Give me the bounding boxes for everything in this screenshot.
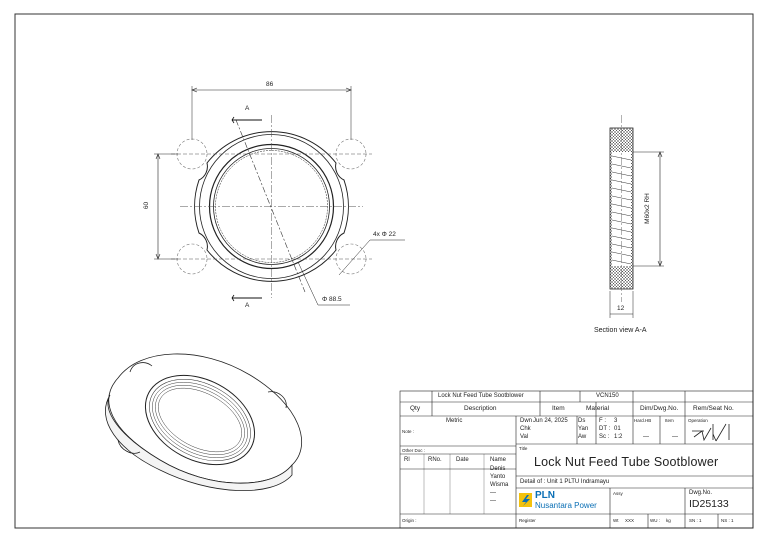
metric-label: Metric (446, 418, 463, 424)
section-mark-top: A (245, 105, 250, 112)
wu-label: WU : (650, 518, 660, 523)
section-mark-bottom: A (245, 302, 250, 309)
wu-value: kg (666, 518, 671, 523)
header-rem-seat: Rem/Seat No. (693, 405, 734, 412)
dim-outer-dia: Φ 88.5 (322, 296, 342, 303)
origin-label: Origin : (402, 518, 417, 523)
assy-label: Assy (613, 491, 623, 496)
val-label: Val (520, 434, 529, 440)
rev-header-rno: RNo. (428, 457, 442, 463)
rev-header-rl: Rl (404, 457, 410, 463)
dim-holes: 4x Φ 22 (373, 231, 396, 238)
header-material: Material (586, 405, 610, 412)
f-label: F : (599, 418, 606, 424)
rev-name-4: — (490, 490, 496, 496)
header-item: Item (552, 405, 565, 412)
dwn-label: Dwn (520, 418, 533, 424)
part-description: Lock Nut Feed Tube Sootblower (438, 393, 524, 399)
wt-value: XXX (625, 518, 635, 523)
yan-label: Yan (578, 426, 589, 432)
title-block: Lock Nut Feed Tube Sootblower VCN150 Qty… (400, 391, 753, 528)
section-view-label: Section view A-A (594, 327, 647, 334)
section-view (609, 115, 664, 318)
pln-logo-icon (519, 493, 532, 507)
dim-height: 60 (143, 201, 151, 210)
drawing-title: Lock Nut Feed Tube Sootblower (534, 455, 719, 469)
rev-name-3: Wisma (490, 482, 509, 488)
part-material: VCN150 (596, 393, 619, 399)
f-value: 3 (614, 418, 618, 424)
wt-label: Wt (613, 518, 619, 523)
dt-label: DT : (599, 426, 611, 432)
surface-finish-icon (692, 423, 730, 442)
sn-label: SN : 1 (689, 518, 702, 523)
ds-label: Ds (578, 418, 586, 424)
rev-header-name: Name (490, 457, 507, 463)
front-view (154, 86, 405, 306)
dim-width: 86 (266, 81, 274, 88)
header-qty: Qty (410, 405, 421, 412)
brand-name: PLN (535, 490, 555, 501)
sc-label: Sc : (599, 434, 610, 440)
sheet-border (14, 13, 754, 529)
rem-label: Item (665, 418, 674, 423)
note-label: Note : (402, 429, 415, 434)
operation-label: Operation (688, 418, 708, 423)
hard-value: — (643, 434, 649, 440)
header-description: Description (464, 405, 497, 412)
dt-value: 01 (614, 426, 621, 432)
rev-name-2: Yanto (490, 474, 506, 480)
title-block-grid (399, 390, 754, 529)
dwg-no-label: Dwg.No. (689, 490, 713, 496)
rev-name-5: — (490, 498, 496, 504)
aw-label: Aw (578, 434, 587, 440)
register-label: Register (519, 518, 536, 523)
dwg-no: ID25133 (689, 498, 729, 510)
dwn-date: Jun 24, 2025 (533, 418, 568, 424)
ns-label: NS : 1 (721, 518, 734, 523)
rem-value: — (672, 434, 678, 440)
brand-sub: Nusantara Power (535, 501, 597, 510)
header-dim-dwg: Dim/Dwg.No. (640, 405, 679, 412)
rev-header-date: Date (456, 457, 469, 463)
hard-label: Hard.HB (634, 418, 652, 423)
detail-of: Detail of : Unit 1 PLTU Indramayu (520, 479, 610, 485)
other-doc-label: Other Doc : (402, 448, 426, 453)
chk-label: Chk (520, 426, 531, 432)
dim-thread: M60x2 RH (643, 193, 651, 224)
dim-thickness: 12 (617, 305, 625, 312)
sc-value: 1:2 (614, 434, 623, 440)
rev-name-1: Denis (490, 466, 506, 472)
title-label: Title (519, 446, 528, 451)
isometric-view (105, 353, 302, 492)
